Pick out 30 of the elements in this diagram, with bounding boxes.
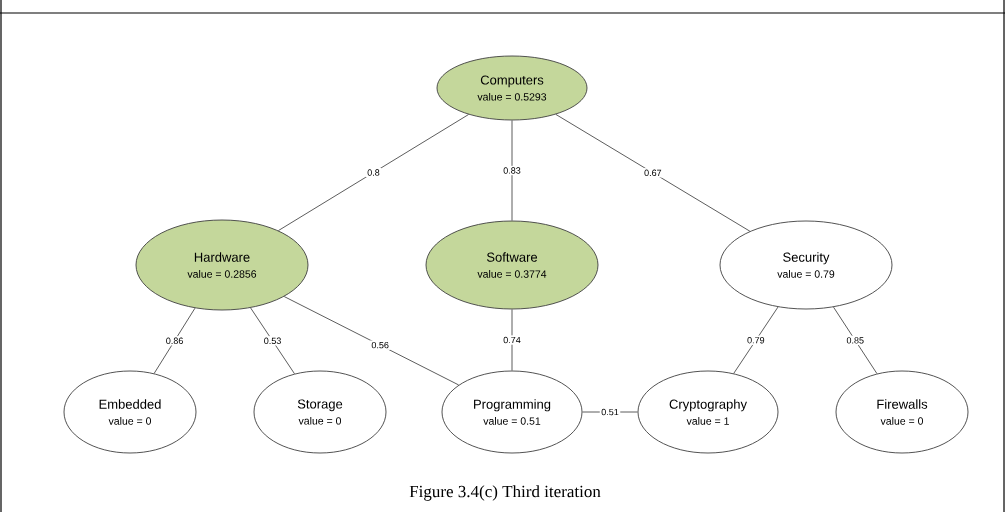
figure-caption: Figure 3.4(c) Third iteration xyxy=(409,485,601,501)
edge-label: 0.53 xyxy=(264,337,281,344)
edge-label: 0.79 xyxy=(747,337,765,344)
edge-label: 0.74 xyxy=(503,336,521,344)
ellipse-node: Security value = 0.79 xyxy=(719,220,893,310)
connector-line xyxy=(250,307,295,375)
edge-label: 0.51 xyxy=(601,408,619,416)
edge-label: 0.67 xyxy=(644,169,662,176)
ellipse-node: Embedded value = 0 xyxy=(63,370,197,454)
connector-line xyxy=(582,411,638,413)
edge-label: 0.83 xyxy=(503,167,521,174)
connector-line xyxy=(278,114,469,231)
edge-label: 0.56 xyxy=(371,342,389,349)
connector-line xyxy=(153,307,196,374)
connector-line xyxy=(833,306,878,374)
edge-label: 0.85 xyxy=(846,337,864,344)
connector-line xyxy=(511,309,513,371)
connector-line xyxy=(733,306,779,374)
edge-label: 0.8 xyxy=(367,169,380,176)
ellipse-node: Cryptography value = 1 xyxy=(637,370,779,454)
ellipse-node: Software value = 0.3774 xyxy=(425,220,599,310)
edge-label: 0.86 xyxy=(166,337,183,344)
ellipse-node: Firewalls value = 0 xyxy=(835,370,969,454)
ellipse-node: Programming value = 0.51 xyxy=(441,370,583,454)
ellipse-node: Computers value = 0.5293 xyxy=(436,55,588,121)
connector-line xyxy=(555,114,751,232)
ellipse-node: Storage value = 0 xyxy=(253,370,387,454)
connector-line xyxy=(283,296,460,386)
connector-line xyxy=(511,120,513,221)
ellipse-node: Hardware value = 0.2856 xyxy=(135,219,309,311)
